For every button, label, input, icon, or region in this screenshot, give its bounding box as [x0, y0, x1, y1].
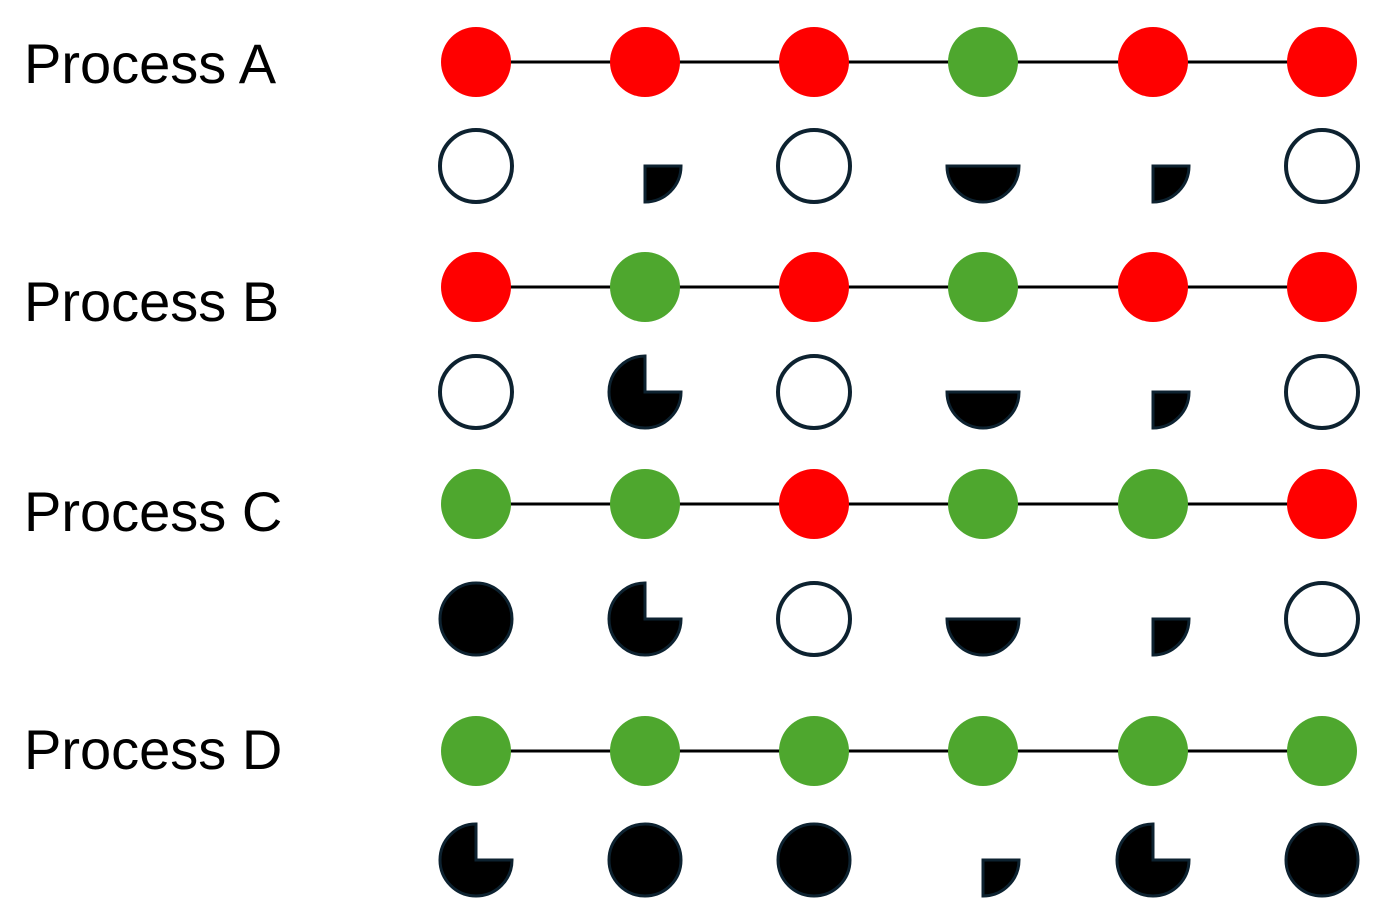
process-b-completion-1 — [438, 354, 514, 430]
process-c-status-4-pass — [948, 469, 1018, 539]
process-d-status-2-pass — [610, 716, 680, 786]
process-d-status-6-pass — [1287, 716, 1357, 786]
process-d-completion-2 — [607, 822, 683, 898]
process-c-completion-6 — [1284, 581, 1360, 657]
process-c-status-5-pass — [1118, 469, 1188, 539]
process-a-completion-1 — [438, 128, 514, 204]
process-a-status-3-fail — [779, 27, 849, 97]
process-d-completion-4 — [981, 858, 1021, 898]
process-b-status-3-fail — [779, 252, 849, 322]
process-d-completion-3 — [776, 822, 852, 898]
process-d-completion-6 — [1284, 822, 1360, 898]
process-b-completion-3 — [776, 354, 852, 430]
process-d-status-4-pass — [948, 716, 1018, 786]
process-a-completion-5 — [1151, 164, 1191, 204]
process-b-status-4-pass — [948, 252, 1018, 322]
process-c-status-2-pass — [610, 469, 680, 539]
process-a-completion-2 — [643, 164, 683, 204]
process-c-completion-3 — [776, 581, 852, 657]
process-b-status-5-fail — [1118, 252, 1188, 322]
process-c-completion-1 — [438, 581, 514, 657]
process-c-completion-2 — [607, 581, 683, 657]
process-label-c: Process C — [24, 480, 283, 543]
process-b-status-6-fail — [1287, 252, 1357, 322]
process-label-b: Process B — [24, 270, 280, 333]
process-b-completion-2 — [607, 354, 683, 430]
process-b-completion-5 — [1151, 390, 1191, 430]
process-c-status-1-pass — [441, 469, 511, 539]
process-label-a: Process A — [24, 32, 277, 95]
process-d-status-1-pass — [441, 716, 511, 786]
process-a-status-1-fail — [441, 27, 511, 97]
process-d-completion-1 — [438, 822, 514, 898]
process-a-status-5-fail — [1118, 27, 1188, 97]
process-a-completion-4 — [945, 164, 1021, 204]
process-b-status-1-fail — [441, 252, 511, 322]
process-b-completion-6 — [1284, 354, 1360, 430]
process-b-status-2-pass — [610, 252, 680, 322]
process-d-completion-5 — [1115, 822, 1191, 898]
process-a-status-6-fail — [1287, 27, 1357, 97]
process-c-status-3-fail — [779, 469, 849, 539]
process-a-completion-6 — [1284, 128, 1360, 204]
process-c-status-6-fail — [1287, 469, 1357, 539]
process-d-status-5-pass — [1118, 716, 1188, 786]
process-a-status-2-fail — [610, 27, 680, 97]
process-c-completion-4 — [945, 617, 1021, 657]
process-d-status-3-pass — [779, 716, 849, 786]
process-b-completion-4 — [945, 390, 1021, 430]
process-a-completion-3 — [776, 128, 852, 204]
process-c-completion-5 — [1151, 617, 1191, 657]
process-a-status-4-pass — [948, 27, 1018, 97]
process-label-d: Process D — [24, 718, 283, 781]
